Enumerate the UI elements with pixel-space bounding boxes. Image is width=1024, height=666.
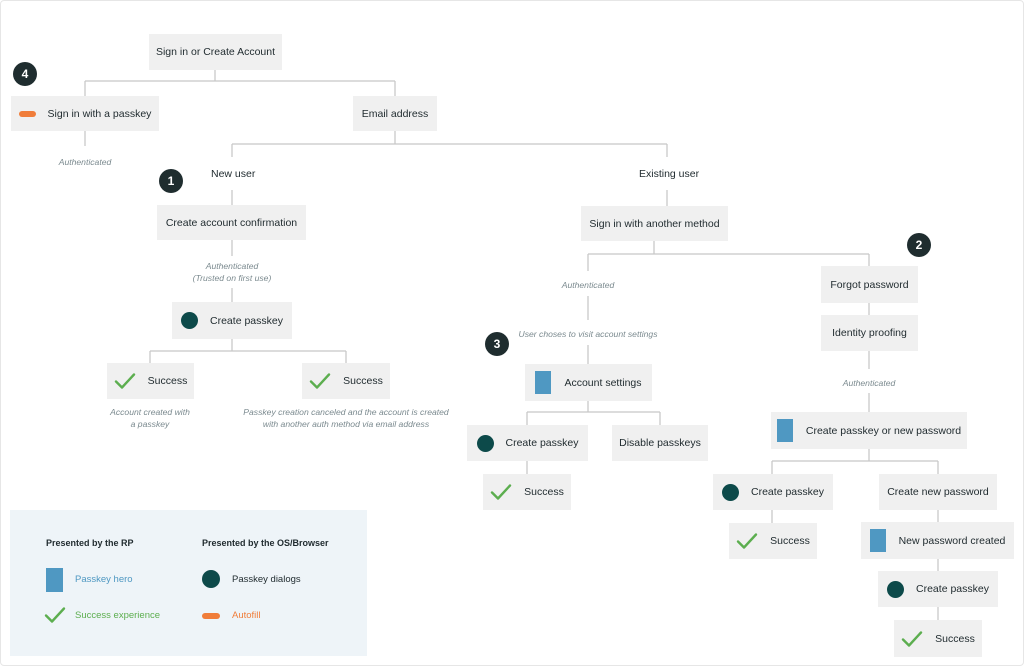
identity-proofing-node: Identity proofing (821, 315, 918, 351)
email-address-node: Email address (353, 96, 437, 131)
create-passkey-or-new-password-node: Create passkey or new password (771, 412, 967, 449)
legend-passkey-hero: Passkey hero (75, 574, 133, 585)
legend-os-heading: Presented by the OS/Browser (202, 538, 329, 548)
legend-success-experience: Success experience (75, 610, 161, 621)
node-label: Success (770, 535, 810, 547)
authenticated-note: Authenticated (58, 157, 112, 167)
passkey-dialog-icon (202, 570, 220, 588)
authenticated-tofu-note: Authenticated (Trusted on first use) (192, 261, 272, 283)
account-created-note: Account created with a passkey (110, 407, 190, 429)
authenticated-note: Authenticated (842, 378, 896, 388)
passkey-dialog-icon (887, 580, 905, 598)
node-label: Create passkey (916, 583, 989, 595)
node-label: Create passkey (751, 486, 824, 498)
new-user-label: New user (211, 168, 256, 180)
passkey-hero-icon (869, 529, 886, 552)
create-passkey-node: Create passkey (713, 474, 833, 510)
success-node: Success (107, 363, 194, 399)
node-label: Success (147, 375, 188, 387)
node-label: Success (524, 486, 564, 498)
sign-in-another-method-node: Sign in with another method (581, 206, 728, 241)
success-node: Success (483, 474, 571, 510)
autofill-icon (18, 110, 36, 117)
node-label: Create new password (887, 486, 989, 498)
passkey-dialog-icon (476, 434, 494, 452)
authenticated-note: Authenticated (561, 280, 615, 290)
passkey-canceled-note: Passkey creation canceled and the accoun… (243, 407, 449, 429)
check-icon (901, 630, 923, 647)
node-label: Sign in with another method (589, 217, 720, 230)
create-passkey-node: Create passkey (467, 425, 588, 461)
legend-autofill: Autofill (232, 610, 261, 621)
success-node: Success (302, 363, 390, 399)
node-label: Identity proofing (832, 327, 907, 339)
step-badge-3: 3 (485, 332, 509, 356)
node-label: Create passkey or new password (805, 424, 962, 437)
step-badge-2: 2 (907, 233, 931, 257)
check-icon (44, 607, 66, 623)
node-label: Forgot password (830, 278, 909, 291)
passkey-dialog-icon (181, 312, 199, 329)
new-password-created-node: New password created (861, 522, 1014, 559)
sign-in-or-create-account-node: Sign in or Create Account (149, 34, 282, 70)
check-icon (309, 373, 331, 389)
node-label: Success (343, 375, 383, 387)
node-label: New password created (898, 534, 1006, 547)
node-label: Create passkey (210, 314, 283, 327)
create-passkey-node: Create passkey (878, 571, 998, 607)
create-new-password-node: Create new password (879, 474, 997, 510)
step-badge-1: 1 (159, 169, 183, 193)
disable-passkeys-node: Disable passkeys (612, 425, 708, 461)
node-label: Account settings (564, 376, 642, 389)
passkey-dialog-icon (722, 483, 740, 501)
node-label: Create account confirmation (165, 216, 298, 229)
forgot-password-node: Forgot password (821, 266, 918, 303)
passkey-hero-icon (46, 568, 63, 592)
passkey-hero-icon (535, 371, 552, 394)
account-settings-node: Account settings (525, 364, 652, 401)
legend-rp-heading: Presented by the RP (46, 538, 134, 548)
node-label: Sign in with a passkey (47, 107, 152, 120)
success-node: Success (729, 523, 817, 559)
sign-in-with-passkey-node: Sign in with a passkey (11, 96, 159, 131)
visit-settings-note: User choses to visit account settings (518, 329, 658, 339)
node-label: Email address (361, 107, 429, 120)
step-badge-4: 4 (13, 62, 37, 86)
existing-user-label: Existing user (639, 168, 700, 180)
check-icon (114, 373, 135, 389)
check-icon (736, 533, 758, 549)
legend-passkey-dialogs: Passkey dialogs (232, 574, 301, 585)
create-passkey-node: Create passkey (172, 302, 292, 339)
node-label: Disable passkeys (619, 437, 701, 449)
node-label: Success (935, 632, 975, 645)
legend: Presented by the RP Presented by the OS/… (10, 510, 367, 656)
create-account-confirmation-node: Create account confirmation (157, 205, 306, 240)
node-label: Sign in or Create Account (155, 46, 276, 58)
node-label: Create passkey (505, 437, 579, 449)
success-node: Success (894, 620, 982, 657)
autofill-icon (202, 613, 220, 619)
passkey-hero-icon (776, 419, 793, 442)
check-icon (490, 484, 512, 500)
